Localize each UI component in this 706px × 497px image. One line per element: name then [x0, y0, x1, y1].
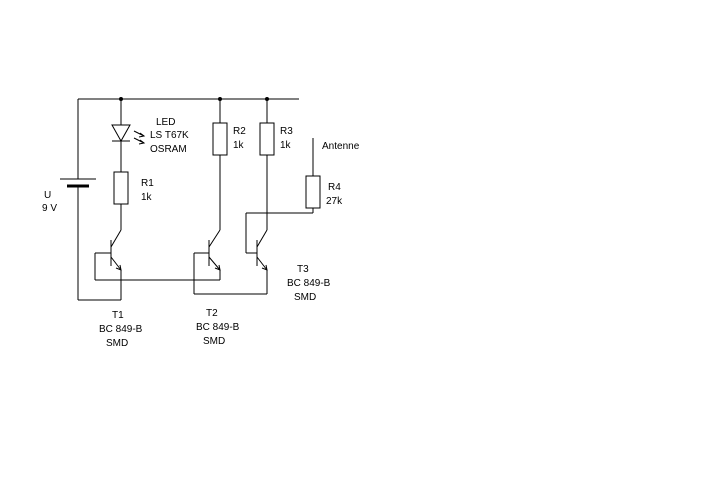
- r4-value-label: 27k: [326, 196, 343, 207]
- t3-type-label: BC 849-B: [287, 278, 331, 289]
- led-maker-label: OSRAM: [150, 144, 187, 155]
- resistor-r4: [305, 175, 321, 213]
- t2-name-label: T2: [206, 308, 218, 319]
- resistor-r1: [113, 171, 129, 230]
- t3-package-label: SMD: [294, 292, 317, 303]
- r3-value-label: 1k: [280, 140, 291, 151]
- t1-name-label: T1: [112, 310, 124, 321]
- antenna-label: Antenne: [322, 141, 360, 152]
- led-symbol: [111, 99, 146, 172]
- resistor-r2: [212, 99, 228, 230]
- r1-value-label: 1k: [141, 192, 152, 203]
- transistor-t3: [194, 212, 313, 295]
- r1-name-label: R1: [141, 178, 154, 189]
- led-part-label: LS T67K: [150, 130, 189, 141]
- supply-rail: [78, 97, 299, 101]
- resistor-r3: [259, 99, 275, 230]
- led-type-label: LED: [156, 117, 176, 128]
- t1-package-label: SMD: [106, 338, 129, 349]
- r3-name-label: R3: [280, 126, 293, 137]
- t3-name-label: T3: [297, 264, 309, 275]
- battery-symbol: [60, 99, 121, 301]
- t1-type-label: BC 849-B: [99, 324, 143, 335]
- battery-name-label: U: [44, 190, 52, 201]
- r2-value-label: 1k: [233, 140, 244, 151]
- transistor-t2: [95, 229, 221, 294]
- transistor-t1: [94, 229, 122, 300]
- t2-package-label: SMD: [203, 336, 226, 347]
- battery-value-label: 9 V: [42, 203, 58, 214]
- r4-name-label: R4: [328, 182, 341, 193]
- t2-type-label: BC 849-B: [196, 322, 240, 333]
- r2-name-label: R2: [233, 126, 246, 137]
